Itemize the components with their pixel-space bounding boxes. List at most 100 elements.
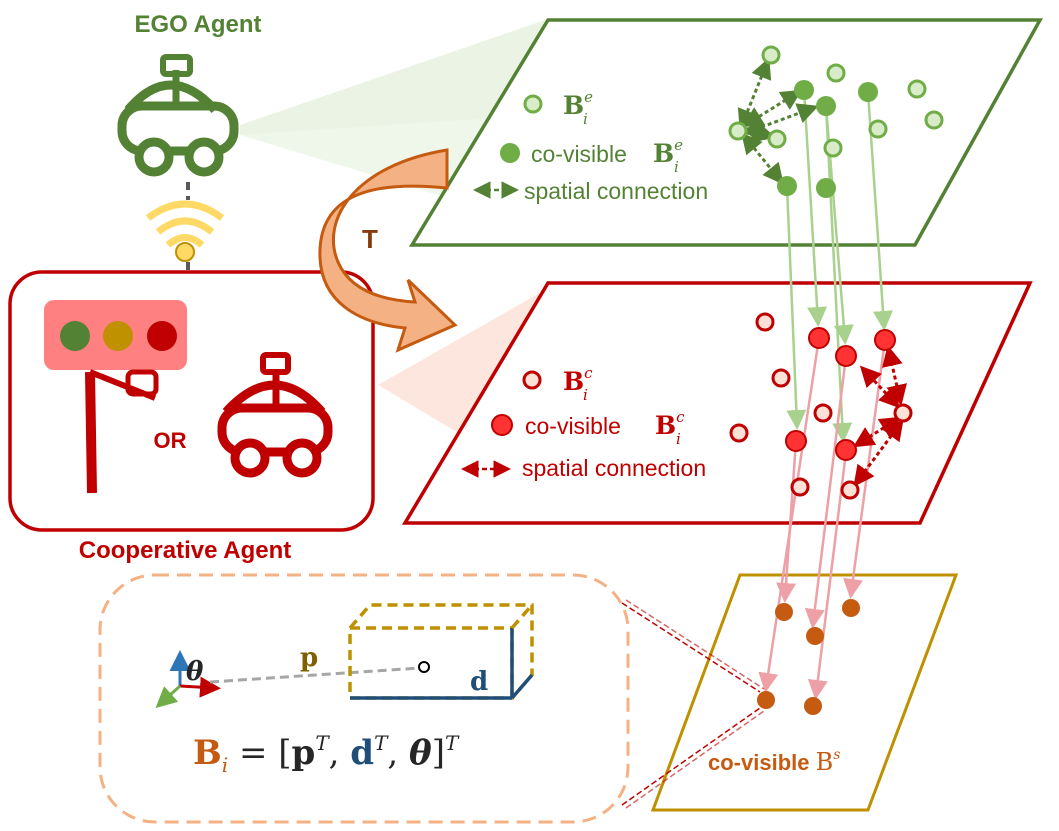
coop-legend-filled-marker <box>491 414 513 436</box>
position-vector <box>209 666 421 684</box>
ego-legend-hollow-sup: e <box>584 88 593 106</box>
theta-label: θ <box>186 657 204 687</box>
formula-sup3: T <box>445 731 460 755</box>
ego-legend: Be i co-visible Be i spatial connection <box>473 88 708 204</box>
ego-legend-filled-sup: e <box>674 136 683 154</box>
ego-legend-hollow-marker <box>523 94 543 114</box>
shared-box <box>842 599 860 617</box>
svg-text:Be: Be <box>653 136 683 168</box>
ego-view-beam <box>240 20 545 135</box>
coop-legend-hollow-sup: c <box>584 364 593 382</box>
shared-label-prefix: co-visible <box>708 750 816 775</box>
coop-view-beam <box>378 290 545 440</box>
coop-box-hollow <box>813 403 833 423</box>
ego-legend-filled-sub: i <box>674 158 679 176</box>
p-label: p <box>300 643 318 673</box>
traffic-light-icon <box>44 300 187 494</box>
transform-arrow <box>318 148 458 353</box>
ego-legend-hollow-symbol: B <box>563 91 584 120</box>
coop-agent-title: Cooperative Agent <box>79 537 291 564</box>
coop-car-icon <box>217 352 333 478</box>
formula-p: p <box>292 733 316 773</box>
svg-text:Be: Be <box>563 88 593 120</box>
ego-box-hollow <box>826 63 846 83</box>
svg-text:co-visible: co-visible <box>525 413 621 439</box>
shared-box <box>804 697 822 715</box>
coop-legend-filled-prefix: co-visible <box>525 413 621 439</box>
shared-boxes <box>757 599 860 715</box>
ego-box-hollow <box>728 121 748 141</box>
shared-label-symbol: B <box>816 748 834 776</box>
box-center-marker <box>418 661 430 673</box>
coop-legend: Bc i co-visible Bc i spatial connection <box>461 364 706 481</box>
shared-plane-label: co-visible Bs <box>708 747 840 776</box>
ego-box-covisible <box>816 96 836 116</box>
shared-plane <box>650 573 959 812</box>
coop-box-covisible <box>835 439 857 461</box>
ego-legend-filled-symbol: B <box>653 139 674 168</box>
ego-box-hollow <box>761 45 781 65</box>
coop-legend-hollow-marker <box>522 370 542 390</box>
coop-legend-hollow-symbol: B <box>563 367 584 396</box>
coop-box-hollow <box>729 423 749 443</box>
box-formula: Bi = [pT, dT, θ]T <box>193 731 460 777</box>
coop-box-hollow <box>840 480 860 500</box>
shared-box <box>806 627 824 645</box>
coop-box-covisible <box>835 345 857 367</box>
coop-legend-filled-sub: i <box>676 430 681 448</box>
formula-theta: θ <box>409 733 432 773</box>
coop-legend-filled-symbol: B <box>655 411 676 440</box>
ego-box-hollow <box>924 110 944 130</box>
ego-boxes <box>728 45 944 198</box>
ego-car-icon <box>117 54 239 177</box>
ego-legend-hollow-sub: i <box>583 110 588 128</box>
transform-label: T <box>362 224 378 254</box>
coop-box-hollow <box>790 477 810 497</box>
ego-legend-filled-prefix: co-visible <box>531 141 627 167</box>
coop-box-hollow <box>893 403 913 423</box>
ego-box-covisible <box>794 80 814 100</box>
coop-box-covisible <box>785 430 807 452</box>
svg-text:Bc: Bc <box>655 408 685 440</box>
formula-lhs: B <box>193 733 222 773</box>
zoom-lines <box>621 599 765 809</box>
formula-comma2: , <box>387 733 409 773</box>
formula-sup1: T <box>315 731 330 755</box>
ego-agent-title: EGO Agent <box>134 11 261 38</box>
coop-legend-hollow-sub: i <box>583 386 588 404</box>
shared-box <box>775 603 793 621</box>
coop-legend-filled-sup: c <box>676 408 685 426</box>
ego-box-covisible <box>777 176 797 196</box>
ego-box-hollow <box>868 119 888 139</box>
coop-box-covisible <box>874 329 896 351</box>
svg-text:co-visible: co-visible <box>531 141 627 167</box>
ego-box-hollow <box>767 129 787 149</box>
formula-comma1: , <box>329 733 351 773</box>
ego-plane <box>408 18 1043 247</box>
wifi-icon <box>145 200 225 262</box>
coop-spatial-connections <box>852 345 907 487</box>
or-label: OR <box>154 428 187 453</box>
coop-boxes <box>729 312 913 500</box>
ego-box-hollow <box>823 138 843 158</box>
formula-close: ] <box>432 733 445 773</box>
ego-box-covisible <box>858 82 878 102</box>
formula-sup2: T <box>374 731 389 755</box>
shared-label-sup: s <box>833 747 840 763</box>
ego-box-hollow <box>907 79 927 99</box>
ego-legend-filled-marker <box>500 143 520 163</box>
formula-eq: = [ <box>228 733 291 773</box>
coop-box-hollow <box>771 368 791 388</box>
svg-text:Bc: Bc <box>563 364 593 396</box>
coop-box-covisible <box>808 327 830 349</box>
shared-box <box>757 691 775 709</box>
bounding-box-icon <box>348 603 534 700</box>
coop-box-hollow <box>755 312 775 332</box>
ego-legend-connection-label: spatial connection <box>524 178 708 204</box>
coop-legend-connection-label: spatial connection <box>522 455 706 481</box>
coordinate-axes-icon <box>155 650 221 709</box>
formula-d: d <box>350 733 374 773</box>
ego-box-covisible <box>816 178 836 198</box>
ego-spatial-connections <box>737 57 819 185</box>
formula-sub: i <box>222 753 228 777</box>
